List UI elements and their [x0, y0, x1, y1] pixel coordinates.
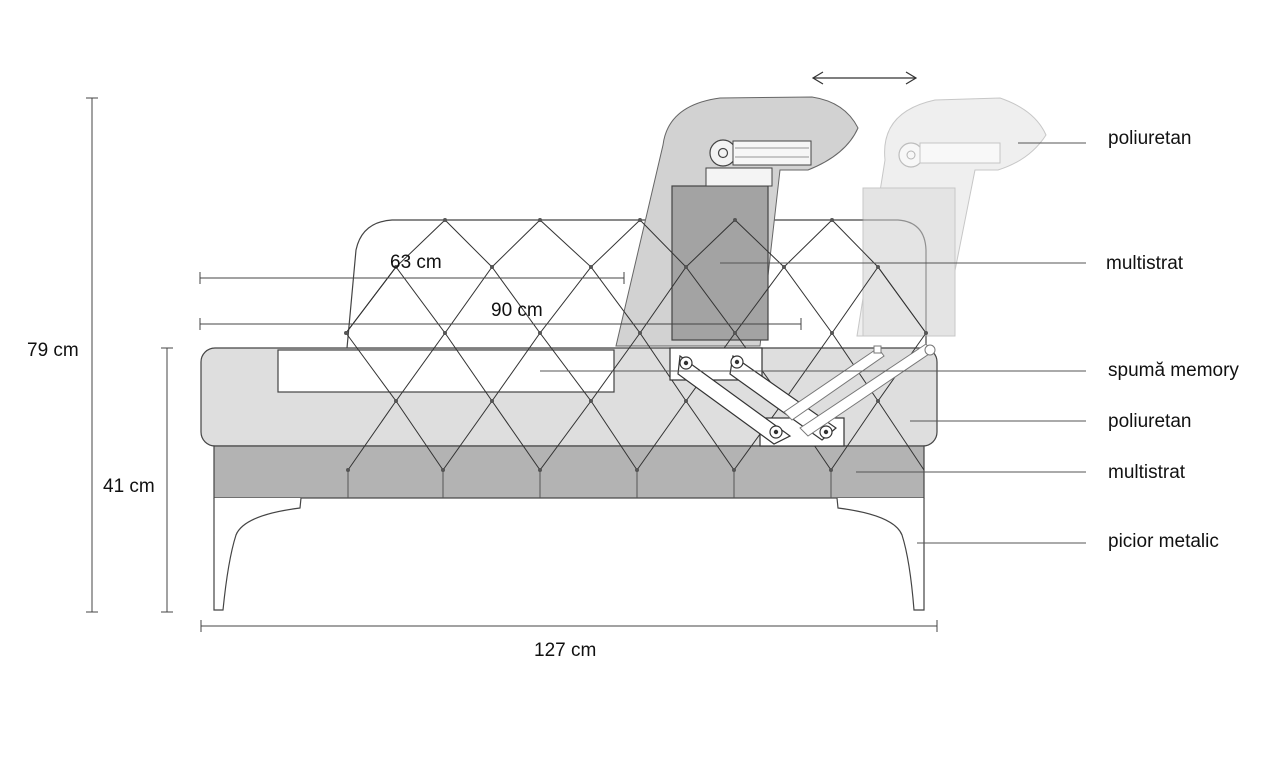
headrest-moved-position: [856, 97, 1047, 337]
metal-leg-front: [213, 497, 302, 611]
part-label-seat-polyurethane: poliuretan: [1108, 411, 1192, 432]
part-label-headrest-plywood: multistrat: [1106, 253, 1184, 274]
part-label-base-plywood: multistrat: [1108, 462, 1186, 483]
leader-lines: [540, 142, 1086, 544]
dimension-lines: [86, 97, 938, 632]
part-label-headrest-polyurethane: poliuretan: [1108, 128, 1192, 149]
dimension-total-height: 79 cm: [27, 340, 79, 361]
dimension-seat-height: 41 cm: [103, 476, 155, 497]
part-label-memory-foam: spumă memory: [1108, 360, 1239, 381]
metal-leg-back: [836, 497, 925, 611]
base-frame: [213, 445, 925, 499]
headrest-movement-arrow: [811, 71, 918, 85]
base-dividers: [347, 470, 832, 498]
dimension-seat-depth-63: 63 cm: [390, 252, 442, 273]
dimension-total-depth: 127 cm: [534, 640, 597, 661]
dimension-seat-depth-90: 90 cm: [491, 300, 543, 321]
part-label-metal-leg: picior metalic: [1108, 531, 1219, 552]
tufting-buttons: [344, 218, 928, 472]
lift-mechanism: [669, 343, 936, 447]
